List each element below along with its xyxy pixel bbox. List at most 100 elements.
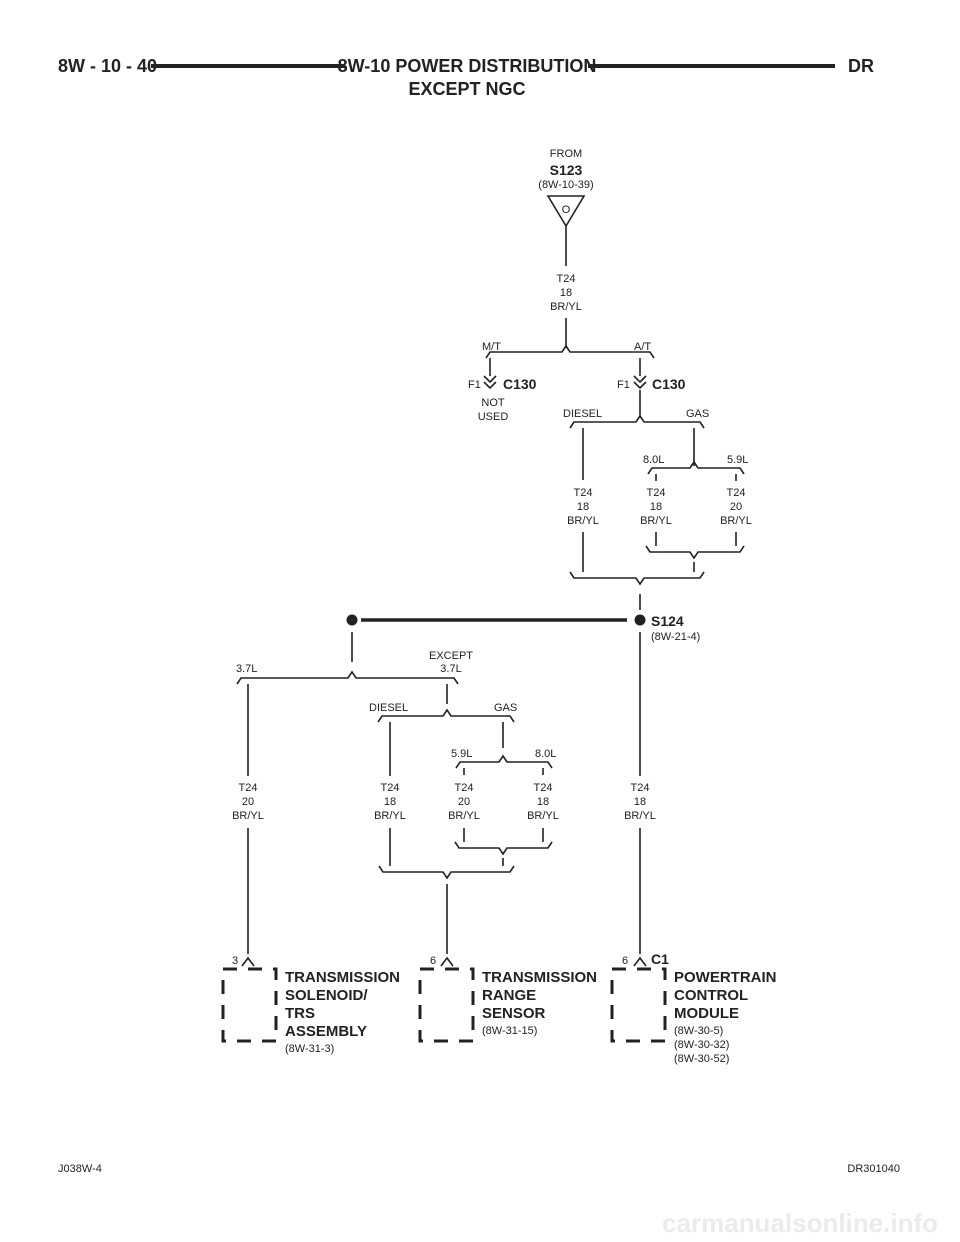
svg-text:C130: C130: [503, 376, 537, 392]
page-subtitle: EXCEPT NGC: [408, 79, 525, 99]
svg-text:POWERTRAIN: POWERTRAIN: [674, 969, 777, 986]
splice-dot-right: [634, 614, 646, 626]
connector-c130-at: F1 C130: [617, 375, 686, 392]
svg-text:BR/YL: BR/YL: [374, 810, 406, 822]
svg-text:(8W-30-5): (8W-30-5): [674, 1025, 723, 1037]
connector-c130-mt: F1 C130 NOT USED: [468, 375, 537, 423]
source-splice-name: S123: [550, 162, 583, 178]
svg-text:T24: T24: [647, 487, 666, 499]
wire-label-top: T24 18 BR/YL: [550, 273, 582, 313]
svg-text:TRANSMISSION: TRANSMISSION: [285, 969, 400, 986]
wire-label-pcm: T24 18 BR/YL: [624, 782, 656, 822]
svg-text:SENSOR: SENSOR: [482, 1005, 546, 1022]
fuel-merge-bottom: [378, 865, 515, 880]
splice-ref: (8W-21-4): [651, 631, 700, 643]
splice-name: S124: [651, 613, 684, 629]
engine-merge-top: [645, 545, 745, 560]
svg-text:BR/YL: BR/YL: [720, 515, 752, 527]
svg-text:18: 18: [384, 796, 396, 808]
trans-option-bracket: M/T A/T: [482, 341, 655, 359]
svg-text:TRS: TRS: [285, 1005, 315, 1022]
svg-text:T24: T24: [631, 782, 650, 794]
svg-text:SOLENOID/: SOLENOID/: [285, 987, 368, 1004]
svg-text:GAS: GAS: [686, 408, 709, 420]
component-transmission-solenoid: 3 TRANSMISSION SOLENOID/ TRS ASSEMBLY (8…: [221, 955, 400, 1055]
wire-label-diesel-top: T24 18 BR/YL: [567, 487, 599, 527]
wire-label-59l-top: T24 20 BR/YL: [720, 487, 752, 527]
component-box: [221, 967, 278, 1043]
svg-text:(8W-31-15): (8W-31-15): [482, 1025, 537, 1037]
svg-text:BR/YL: BR/YL: [550, 301, 582, 313]
svg-text:T24: T24: [381, 782, 400, 794]
page-number: 8W - 10 - 40: [58, 56, 157, 76]
svg-text:C130: C130: [652, 376, 686, 392]
svg-text:T24: T24: [557, 273, 576, 285]
svg-text:T24: T24: [727, 487, 746, 499]
svg-text:18: 18: [650, 501, 662, 513]
svg-text:6: 6: [622, 955, 628, 967]
source-splice-s123: FROM S123 (8W-10-39) O: [538, 148, 594, 266]
svg-text:BR/YL: BR/YL: [527, 810, 559, 822]
svg-text:BR/YL: BR/YL: [448, 810, 480, 822]
svg-text:5.9L: 5.9L: [727, 454, 748, 466]
svg-text:(8W-30-32): (8W-30-32): [674, 1039, 729, 1051]
wire-label-80l-top: T24 18 BR/YL: [640, 487, 672, 527]
svg-text:T24: T24: [534, 782, 553, 794]
engine-merge-bottom: [454, 841, 553, 856]
svg-text:3: 3: [232, 955, 238, 967]
wire-label-diesel-bottom: T24 18 BR/YL: [374, 782, 406, 822]
svg-text:T24: T24: [239, 782, 258, 794]
svg-text:T24: T24: [455, 782, 474, 794]
splice-s124: S124 (8W-21-4): [346, 613, 700, 643]
svg-text:BR/YL: BR/YL: [624, 810, 656, 822]
component-box: [610, 967, 667, 1043]
svg-text:F1: F1: [468, 379, 481, 391]
svg-text:(8W-31-3): (8W-31-3): [285, 1043, 334, 1055]
engine-option-bracket-bottom: 5.9L 8.0L: [451, 748, 556, 775]
svg-text:F1: F1: [617, 379, 630, 391]
svg-text:18: 18: [537, 796, 549, 808]
svg-text:ASSEMBLY: ASSEMBLY: [285, 1023, 367, 1040]
svg-text:GAS: GAS: [494, 702, 517, 714]
svg-text:20: 20: [458, 796, 470, 808]
svg-text:C1: C1: [651, 951, 669, 967]
svg-text:3.7L: 3.7L: [440, 663, 461, 675]
svg-text:(8W-30-52): (8W-30-52): [674, 1053, 729, 1065]
svg-text:18: 18: [577, 501, 589, 513]
component-box: [418, 967, 475, 1043]
at-label: A/T: [634, 341, 651, 353]
source-ref: (8W-10-39): [538, 179, 593, 191]
svg-text:5.9L: 5.9L: [451, 748, 472, 760]
from-label: FROM: [550, 148, 582, 160]
svg-text:8.0L: 8.0L: [643, 454, 664, 466]
source-triangle-icon: [546, 195, 586, 228]
svg-text:EXCEPT: EXCEPT: [429, 650, 473, 662]
svg-text:BR/YL: BR/YL: [232, 810, 264, 822]
fuel-merge-top: [569, 571, 705, 586]
watermark: carmanualsonline.info: [662, 1208, 938, 1238]
fuel-option-bracket-top: DIESEL GAS: [563, 408, 709, 429]
wire-label-80l-bottom: T24 18 BR/YL: [527, 782, 559, 822]
svg-text:20: 20: [242, 796, 254, 808]
mt-label: M/T: [482, 341, 501, 353]
svg-text:RANGE: RANGE: [482, 987, 536, 1004]
pin-icon: [241, 956, 255, 967]
svg-text:USED: USED: [478, 411, 509, 423]
footer-right-code: DR301040: [847, 1163, 900, 1175]
page-header: 8W - 10 - 40 8W-10 POWER DISTRIBUTION EX…: [58, 56, 874, 99]
svg-text:18: 18: [634, 796, 646, 808]
svg-text:TRANSMISSION: TRANSMISSION: [482, 969, 597, 986]
svg-text:DIESEL: DIESEL: [369, 702, 408, 714]
wire-label-37l: T24 20 BR/YL: [232, 782, 264, 822]
svg-text:CONTROL: CONTROL: [674, 987, 748, 1004]
splice-dot-left: [346, 614, 358, 626]
source-symbol: O: [562, 204, 571, 216]
svg-text:6: 6: [430, 955, 436, 967]
footer-left-code: J038W-4: [58, 1163, 102, 1175]
svg-text:3.7L: 3.7L: [236, 663, 257, 675]
svg-text:BR/YL: BR/YL: [640, 515, 672, 527]
component-powertrain-control-module: 6 C1 POWERTRAIN CONTROL MODULE (8W-30-5)…: [610, 951, 777, 1065]
svg-text:T24: T24: [574, 487, 593, 499]
component-transmission-range-sensor: 6 TRANSMISSION RANGE SENSOR (8W-31-15): [418, 955, 597, 1043]
